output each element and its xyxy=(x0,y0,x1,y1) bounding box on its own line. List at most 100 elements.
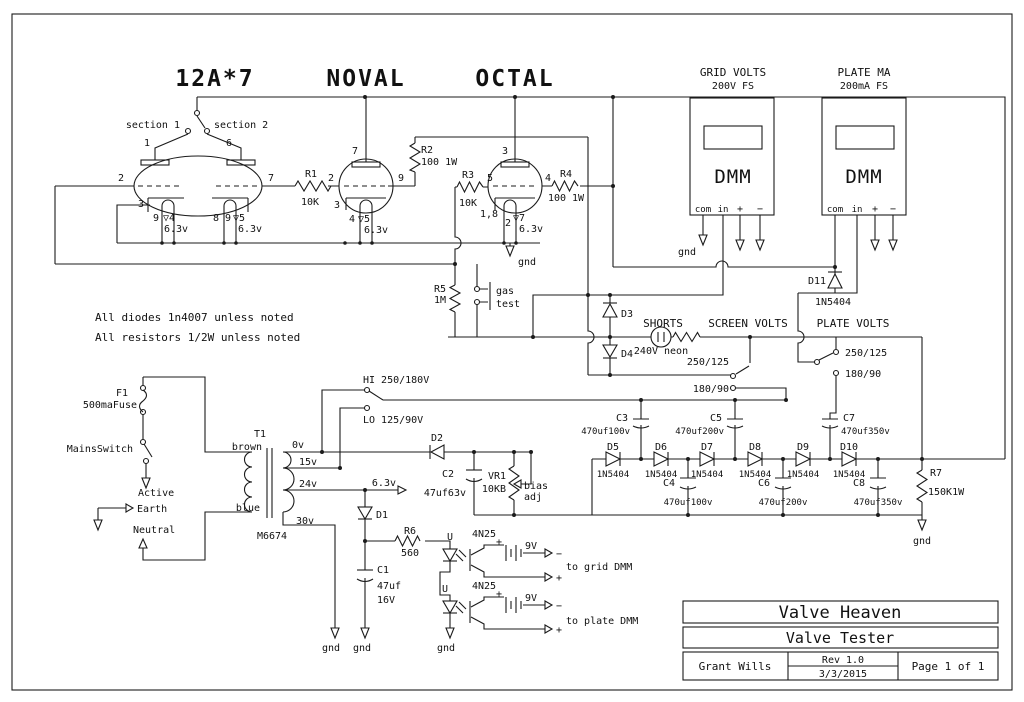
bat2-label: 9V xyxy=(525,593,537,604)
heater-volts-1: 6.3v xyxy=(164,224,188,235)
tb-company: Valve Heaven xyxy=(779,603,902,623)
r6-label: R6 xyxy=(404,526,416,537)
grid-out-minus-arrow xyxy=(544,548,554,558)
svg-text:D8: D8 xyxy=(749,442,761,453)
r7-gnd-label: gnd xyxy=(913,536,931,547)
r2-label: R2 xyxy=(421,145,433,156)
octal-pin5: 5 xyxy=(487,173,493,184)
octal-gnd-arrow xyxy=(505,245,515,258)
svg-text:D9: D9 xyxy=(797,442,809,453)
plate-in: in xyxy=(852,205,863,215)
r3-label: R3 xyxy=(462,170,474,181)
cap-c8: C8 470uf350v xyxy=(853,477,902,508)
octal-pin3: 3 xyxy=(502,146,508,157)
neon-label: 240V neon xyxy=(634,346,688,357)
gas-label: gas xyxy=(496,286,514,297)
heater-supply-out: 6.3v xyxy=(372,478,408,495)
hi-label: HI 250/180V xyxy=(363,375,429,386)
d4-label: D4 xyxy=(621,349,633,360)
d11-value: 1N5404 xyxy=(815,297,851,308)
title-noval: NOVAL xyxy=(326,66,405,92)
cap-c7: C7 470uf350v xyxy=(821,413,890,437)
plate-plus-arrow xyxy=(870,239,880,252)
svg-text:1N5404: 1N5404 xyxy=(833,470,866,480)
svg-text:470uf100v: 470uf100v xyxy=(664,498,713,508)
mains-switch-arm xyxy=(143,443,153,458)
opto-plate: U 4N25 + 9V − + to plate DMM gnd xyxy=(437,581,638,654)
noval-pin9: 9 xyxy=(398,173,404,184)
plate-volts-title: PLATE VOLTS xyxy=(817,317,890,330)
t1-model: M6674 xyxy=(257,531,287,542)
r6-value: 560 xyxy=(401,548,419,559)
svg-text:D7: D7 xyxy=(701,442,713,453)
grid-meter-dmm: DMM xyxy=(714,166,751,188)
voltage-multiplier: D5 1N5404 D6 1N5404 D7 1N5404 D8 1N5404 … xyxy=(581,413,1005,547)
pin8: 8 xyxy=(213,213,219,224)
pin6: 6 xyxy=(226,138,232,149)
svg-text:C5: C5 xyxy=(710,413,722,424)
section-switch-contact-2 xyxy=(203,127,211,135)
c1-gnd-label: gnd xyxy=(353,643,371,654)
pin7: 7 xyxy=(268,173,274,184)
neutral-label: Neutral xyxy=(133,525,175,536)
r5-value: 1M xyxy=(434,295,446,306)
diode-d6: D6 1N5404 xyxy=(645,442,678,480)
tap-0v: 0v xyxy=(292,440,304,451)
page-border xyxy=(11,13,1013,691)
mains-switch-label: MainsSwitch xyxy=(67,444,133,455)
pin4-heater: ▽4 xyxy=(163,213,175,224)
earth-arrow xyxy=(125,503,135,513)
fuse-value: 500maFuse xyxy=(83,400,137,411)
transformer-t1: T1 brown blue 0v 15v 24v 30v M6674 xyxy=(232,429,317,542)
grid-out-minus: − xyxy=(556,549,562,560)
bat1-plus: + xyxy=(496,537,502,548)
grid-com: com xyxy=(695,205,711,215)
bat2-plus: + xyxy=(496,589,502,600)
resistor-r3: R3 10K xyxy=(456,170,484,209)
svg-text:1N5404: 1N5404 xyxy=(645,470,678,480)
pin9a: 9 xyxy=(153,213,159,224)
diode-d9: D9 1N5404 xyxy=(787,442,820,480)
tap-30v: 30v xyxy=(296,516,314,527)
plate-out-plus: + xyxy=(556,625,562,636)
r2-value: 100 1W xyxy=(421,157,458,168)
v63-arrow xyxy=(397,485,408,495)
grid-minus: − xyxy=(757,204,763,215)
resistor-r7: R7 150K1W gnd xyxy=(913,468,965,547)
opto1-name: 4N25 xyxy=(472,529,496,540)
active-arrow xyxy=(141,477,151,490)
svg-text:D6: D6 xyxy=(655,442,667,453)
pin5-heater: ▽5 xyxy=(233,213,245,224)
shorts-indicator: SHORTS 240V neon D3 D4 xyxy=(602,302,701,360)
hi-lo-switch: HI 250/180V LO 125/90V xyxy=(363,375,429,426)
tb-title: Valve Tester xyxy=(786,629,894,647)
grid-com-gnd-arrow xyxy=(698,234,708,247)
plate-out-minus-arrow xyxy=(544,600,554,610)
diode-d11: D11 1N5404 xyxy=(808,267,851,308)
svg-text:1N5404: 1N5404 xyxy=(739,470,772,480)
grid-out-plus: + xyxy=(556,573,562,584)
section1-label: section 1 xyxy=(126,120,180,131)
plate-minus-arrow xyxy=(888,239,898,252)
grid-in: in xyxy=(718,205,729,215)
screen-volts-title: SCREEN VOLTS xyxy=(708,317,787,330)
mains-input: F1 500maFuse MainsSwitch Active Earth Ne… xyxy=(67,384,175,549)
rail-gnd-label: gnd xyxy=(322,643,340,654)
cap-c6: C6 470uf200v xyxy=(758,477,807,508)
test-label: test xyxy=(496,299,520,310)
d2-label: D2 xyxy=(431,433,443,444)
screen-contact-180 xyxy=(729,384,737,392)
octal-pin4: 4 xyxy=(545,173,551,184)
heater-volts-2: 6.3v xyxy=(238,224,262,235)
neutral-arrow xyxy=(138,537,148,549)
meter-plate-ma: PLATE MA 200mA FS DMM com in + − xyxy=(821,66,907,252)
tb-rev: Rev 1.0 xyxy=(822,655,864,666)
cap-c5: C5 470uf200v xyxy=(675,413,744,437)
diode-d7: D7 1N5404 xyxy=(691,442,724,480)
pin9b: 9 xyxy=(225,213,231,224)
noval-pin7: 7 xyxy=(352,146,358,157)
note-resistors: All resistors 1/2W unless noted xyxy=(95,331,300,344)
to-plate-dmm: to plate DMM xyxy=(566,616,638,627)
plate-minus: − xyxy=(890,204,896,215)
u2-label: U xyxy=(442,584,448,595)
